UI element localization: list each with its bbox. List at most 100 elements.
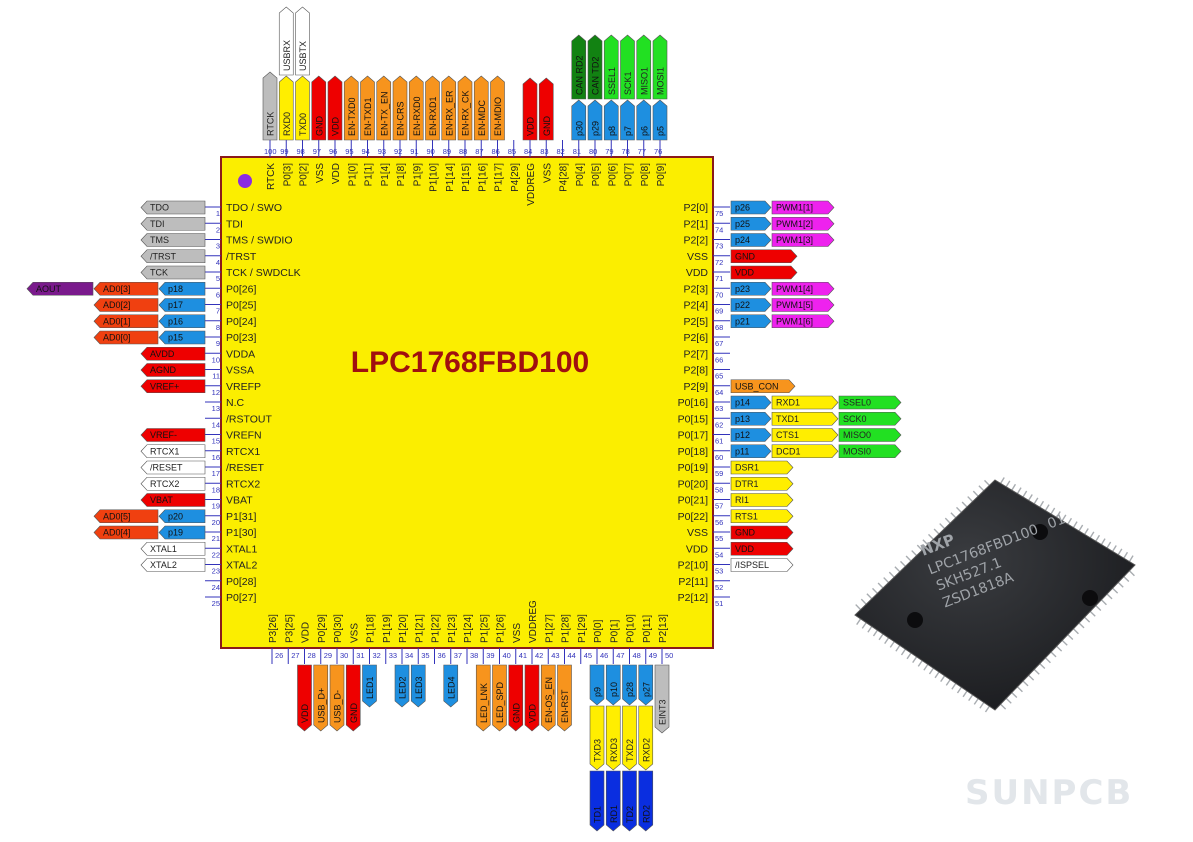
- pin-number: 71: [715, 274, 723, 283]
- pin-name: P0[15]: [678, 413, 708, 425]
- pin-number: 17: [212, 469, 220, 478]
- pin-number: 3: [216, 242, 220, 251]
- tag-label: RTCX1: [150, 446, 179, 456]
- pin-number: 81: [573, 147, 581, 156]
- tag-label: USBRX: [282, 40, 292, 71]
- tag-ad0-2: [93, 298, 159, 312]
- tag-pwm1-5: [771, 298, 835, 312]
- pin-number: 87: [475, 147, 483, 156]
- pin-number: 91: [410, 147, 418, 156]
- pin-number: 23: [212, 567, 220, 576]
- tag-label: EN-RXD0: [412, 96, 422, 136]
- tag-usb-d: [313, 664, 329, 732]
- tag-ispsel: [730, 558, 794, 572]
- tag-gnd: [508, 664, 524, 732]
- tag-p8: [603, 99, 619, 141]
- tag-label: EN-OS_EN: [544, 677, 554, 723]
- tag-label: PWM1[1]: [776, 203, 813, 213]
- pin-name: P0[22]: [678, 511, 708, 523]
- tag-en-mdio: [490, 75, 505, 141]
- pin-name: VDDREG: [528, 600, 539, 643]
- tag-usb-d: [329, 664, 345, 732]
- tag-reset: [140, 460, 206, 475]
- tag-label: /TRST: [150, 251, 177, 261]
- tag-en-rx-ck: [457, 75, 473, 141]
- tag-rtcx2: [140, 476, 206, 491]
- tag-label: TXD0: [298, 113, 308, 136]
- pin-number: 63: [715, 404, 723, 413]
- pin-name: TMS / SWDIO: [226, 235, 293, 247]
- tag-label: LED2: [398, 676, 408, 699]
- pin-number: 57: [715, 502, 723, 511]
- tag-label: RTS1: [735, 511, 758, 521]
- pin-number: 95: [345, 147, 353, 156]
- pin-number: 54: [715, 550, 723, 559]
- pin-number: 14: [212, 420, 220, 429]
- pin-name: P2[3]: [683, 283, 708, 295]
- tag-label: MOSI0: [843, 446, 871, 456]
- tag-dsr1: [730, 460, 794, 475]
- tag-label: AD0[0]: [103, 333, 131, 343]
- tag-gnd: [730, 249, 798, 264]
- pin-number: 97: [313, 147, 321, 156]
- chip-photo: NXP LPC1768FBD100 01 SKH527.1 ZSD1818A: [845, 470, 1145, 730]
- pin-name: P1[24]: [463, 614, 474, 643]
- pin-number: 12: [212, 388, 220, 397]
- tag-label: TDO: [150, 203, 169, 213]
- pin-number: 98: [297, 147, 305, 156]
- tag-rxd1: [771, 395, 839, 410]
- pin-number: 18: [212, 485, 220, 494]
- pin-name: P1[26]: [496, 614, 507, 643]
- tag-ad0-5: [93, 509, 159, 524]
- tag-label: RD1: [609, 805, 619, 823]
- pin-number: 44: [568, 651, 576, 660]
- tag-vref: [140, 379, 206, 394]
- pin-name: P1[25]: [479, 614, 490, 643]
- pin-number: 43: [551, 651, 559, 660]
- pin-number: 33: [389, 651, 397, 660]
- pin-name: P1[4]: [380, 163, 391, 187]
- tag-eint3: [654, 664, 670, 734]
- pin-name: P0[7]: [624, 163, 635, 187]
- tag-mosi0: [838, 444, 902, 459]
- tag-p9: [589, 664, 605, 706]
- pin-name: P4[28]: [559, 163, 570, 192]
- tag-label: p21: [735, 316, 750, 326]
- tag-label: VBAT: [150, 495, 173, 505]
- pin-name: P0[28]: [226, 576, 256, 588]
- pin-name: P0[17]: [678, 430, 708, 442]
- tag-label: LED4: [446, 676, 456, 699]
- tag-p15: [158, 330, 206, 345]
- tag-label: p8: [607, 126, 617, 136]
- tag-en-tx-en: [376, 75, 392, 141]
- pin-number: 36: [438, 651, 446, 660]
- pin-name: P1[1]: [364, 163, 375, 187]
- tag-label: TMS: [150, 235, 169, 245]
- tag-label: RXD0: [282, 112, 292, 136]
- pin-number: 31: [356, 651, 364, 660]
- tag-td1: [589, 770, 605, 832]
- pin-name: VSS: [512, 623, 523, 643]
- pin-name: RTCK: [266, 163, 277, 190]
- pin-name: P1[10]: [429, 163, 440, 192]
- pin-number: 22: [212, 550, 220, 559]
- tag-label: GND: [542, 116, 552, 137]
- tag-label: RXD2: [641, 738, 651, 762]
- tag-label: VREF-: [150, 430, 177, 440]
- tag-vbat: [140, 493, 206, 507]
- tag-en-rx-er: [441, 75, 457, 141]
- tag-label: VDD: [528, 703, 538, 723]
- tag-p13: [730, 411, 772, 426]
- tag-label: p29: [591, 121, 601, 136]
- tag-tdi: [140, 216, 206, 231]
